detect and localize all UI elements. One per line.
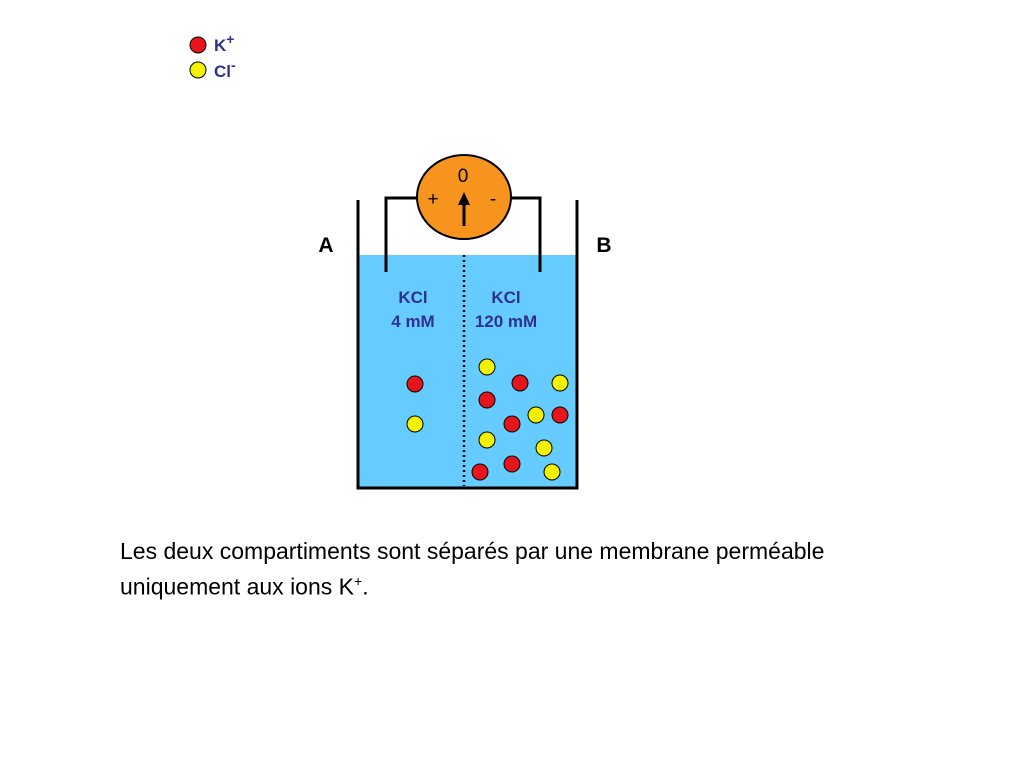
ions-compartment-a — [406, 375, 424, 433]
k-ion — [478, 391, 496, 409]
electrode-left — [384, 196, 420, 272]
legend-cl-label: Cl- — [214, 57, 236, 81]
cl-ion — [543, 463, 561, 481]
cl-ion — [478, 431, 496, 449]
voltmeter-minus: - — [490, 189, 496, 210]
cl-ion — [406, 415, 424, 433]
k-ion — [551, 406, 569, 424]
beaker — [356, 200, 579, 490]
caption-line-1: Les deux compartiments sont séparés par … — [120, 538, 825, 564]
cl-ion — [535, 439, 553, 457]
caption-line-2-text: uniquement aux ions K — [120, 573, 354, 600]
cl-ion — [551, 374, 569, 392]
cl-ion — [527, 406, 545, 424]
k-ion — [406, 375, 424, 393]
legend-k-label: K+ — [214, 31, 234, 55]
caption-k-superscript: + — [354, 573, 363, 589]
voltmeter-plus: + — [427, 189, 438, 210]
legend-k-ion-icon — [189, 36, 207, 54]
cl-ion — [478, 358, 496, 376]
voltmeter-zero: 0 — [458, 166, 469, 187]
caption-line-2-end: . — [362, 573, 369, 600]
voltmeter: 0 + - — [416, 154, 512, 240]
compartment-a-concentration: 4 mM — [391, 312, 434, 331]
voltmeter-needle-arrow-icon — [458, 192, 470, 205]
ions-compartment-b — [471, 358, 569, 481]
caption: Les deux compartiments sont séparés par … — [120, 536, 940, 602]
k-ion — [471, 463, 489, 481]
compartment-a-solute: KCl — [398, 288, 427, 307]
compartment-b-concentration: 120 mM — [475, 312, 537, 331]
electrode-right — [507, 196, 542, 272]
compartment-a-label: A — [318, 234, 333, 257]
k-ion — [511, 374, 529, 392]
caption-line-2: uniquement aux ions K+. — [120, 566, 940, 602]
compartment-b-solute: KCl — [491, 288, 520, 307]
k-ion — [503, 415, 521, 433]
legend: K+ Cl- — [189, 31, 236, 81]
k-ion — [503, 455, 521, 473]
compartment-b-label: B — [596, 234, 611, 257]
legend-cl-ion-icon — [189, 61, 207, 79]
